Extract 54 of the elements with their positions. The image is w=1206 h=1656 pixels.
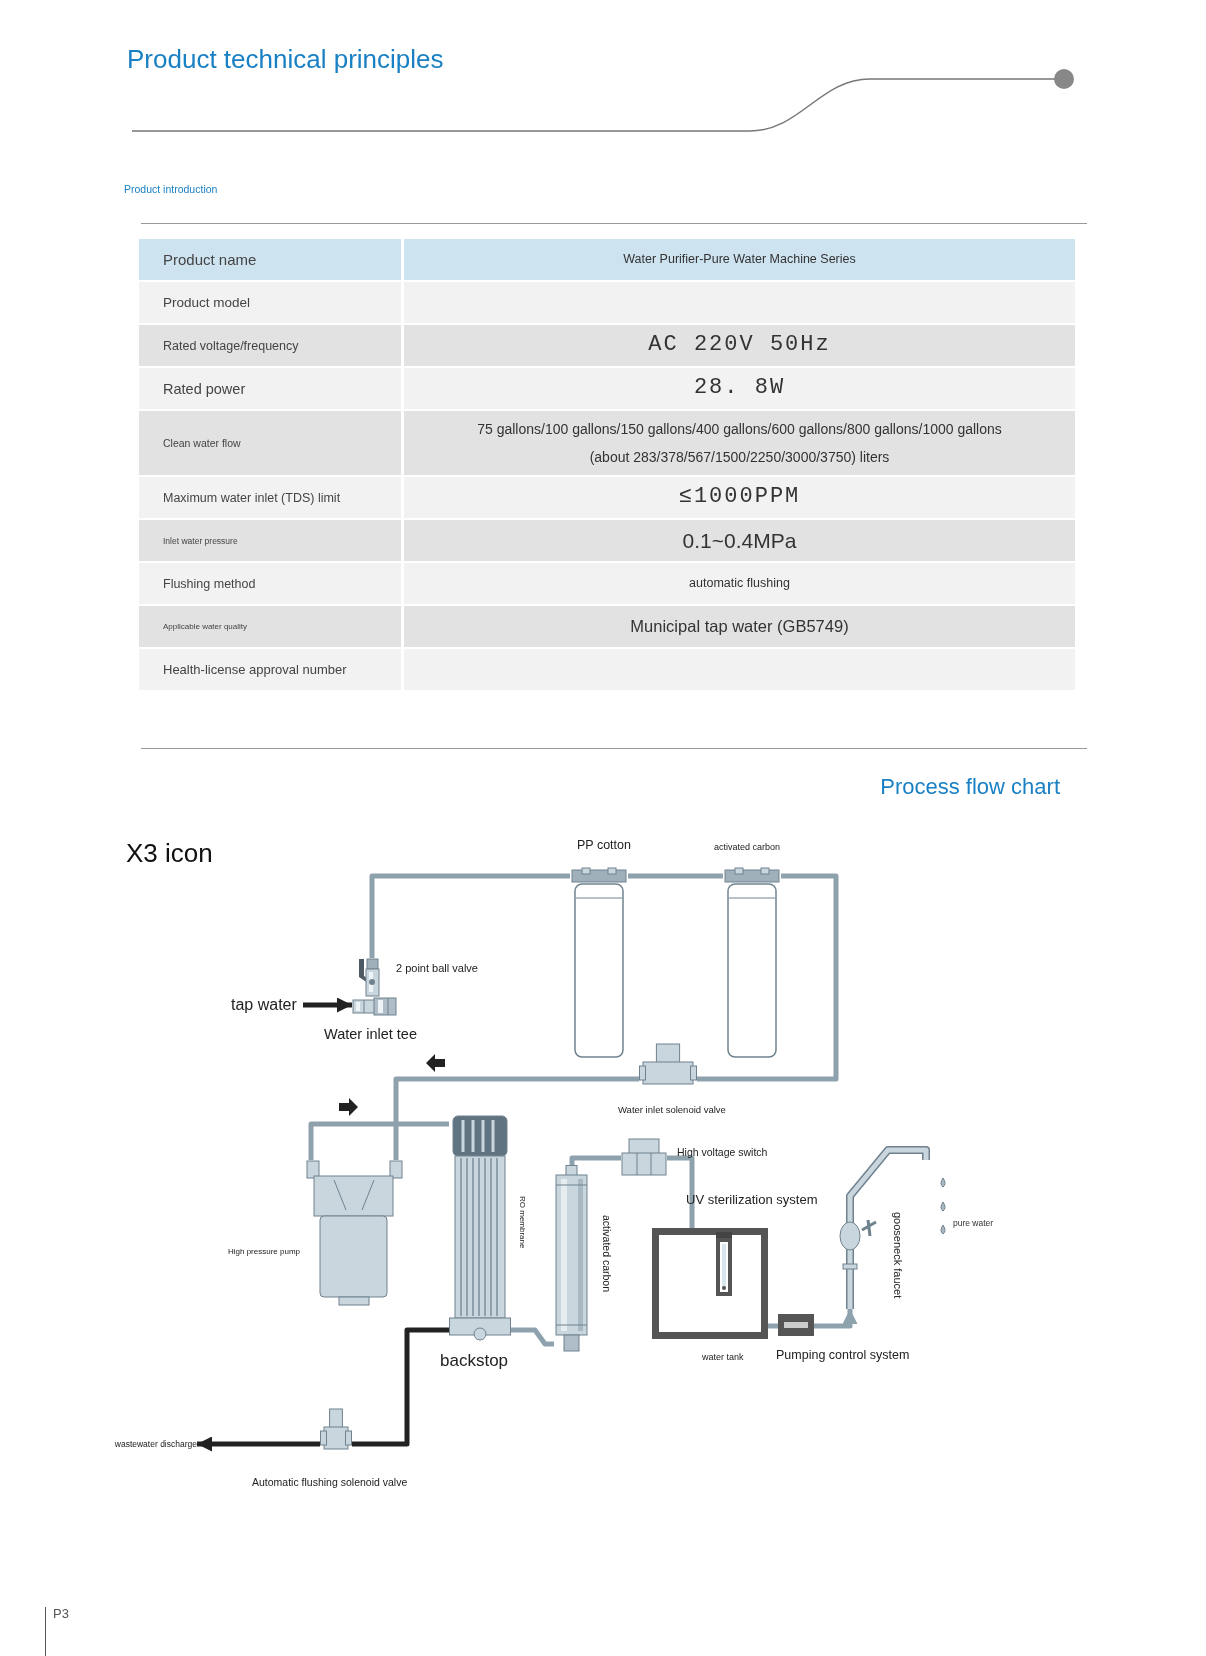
table-cell: Clean water flow [139,411,401,475]
pipe-line [511,1327,554,1347]
pipe-line [697,873,839,1082]
component-label: water tank [702,1352,744,1364]
table-cell: Flushing method [139,563,401,604]
page-number: P3 [53,1606,69,1621]
section-subheading: Product introduction [124,183,218,195]
table-cell: Health-license approval number [139,649,401,690]
table-cell: 75 gallons/100 gallons/150 gallons/400 gallons/600 gallons/800 gallons/1000 gallons (about 283/378/567/1500/2250/3000/3750) liters [404,411,1075,475]
flow-arrow [303,997,352,1013]
component-label: RO membrane [517,1196,527,1249]
component-label: UV sterilization system [686,1192,818,1209]
pipe-line [369,873,570,958]
table-cell: Product name [139,239,401,280]
pipe-line [352,1327,449,1447]
component-label: activated carbon [600,1215,614,1293]
inlet-label: tap water [231,994,303,1016]
table-cell: AC 220V 50Hz [404,325,1075,366]
pipe-line [628,873,723,879]
page-title: Product technical principles [127,44,444,75]
outlet-label: wastewater discharge [105,1436,197,1452]
pipe-line [768,1323,778,1329]
component-label: Automatic flushing solenoid valve [252,1476,408,1490]
table-cell: Water Purifier-Pure Water Machine Series [404,239,1075,280]
table-cell: ≤1000PPM [404,477,1075,518]
table-cell: Inlet water pressure [139,520,401,561]
pipe-line [569,1155,621,1165]
table-cell: automatic flushing [404,563,1075,604]
table-cell: Rated voltage/frequency [139,325,401,366]
component-label: backstop [440,1350,509,1372]
component-label: Water inlet tee [324,1025,417,1044]
output-label: pure water [953,1218,994,1228]
table-cell: 0.1~0.4MPa [404,520,1075,561]
component-label: activated carbon [714,842,781,854]
pipe-line [667,1155,695,1228]
section-heading: Process flow chart [880,774,1060,800]
table-cell: Maximum water inlet (TDS) limit [139,477,401,518]
component-label: Water inlet solenoid valve [618,1104,726,1116]
pipe-line [308,1121,449,1160]
table-cell: Applicable water quality [139,606,401,647]
flow-arrow [197,1436,320,1452]
table-cell: Rated power [139,368,401,409]
table-cell: 28. 8W [404,368,1075,409]
diagram-label: X3 icon [126,838,213,869]
component-label: High pressure pump [227,1247,300,1257]
flow-arrow [814,1309,858,1329]
component-label: PP cotton [577,838,631,854]
table-cell: Municipal tap water (GB5749) [404,606,1075,647]
component-label: gooseneck faucet [890,1212,904,1299]
table-cell: Product model [139,282,401,323]
pipe-line [393,1076,639,1160]
component-label: High voltage switch [677,1146,768,1160]
component-label: Pumping control system [776,1348,910,1364]
component-label: 2 point ball valve [396,962,478,976]
